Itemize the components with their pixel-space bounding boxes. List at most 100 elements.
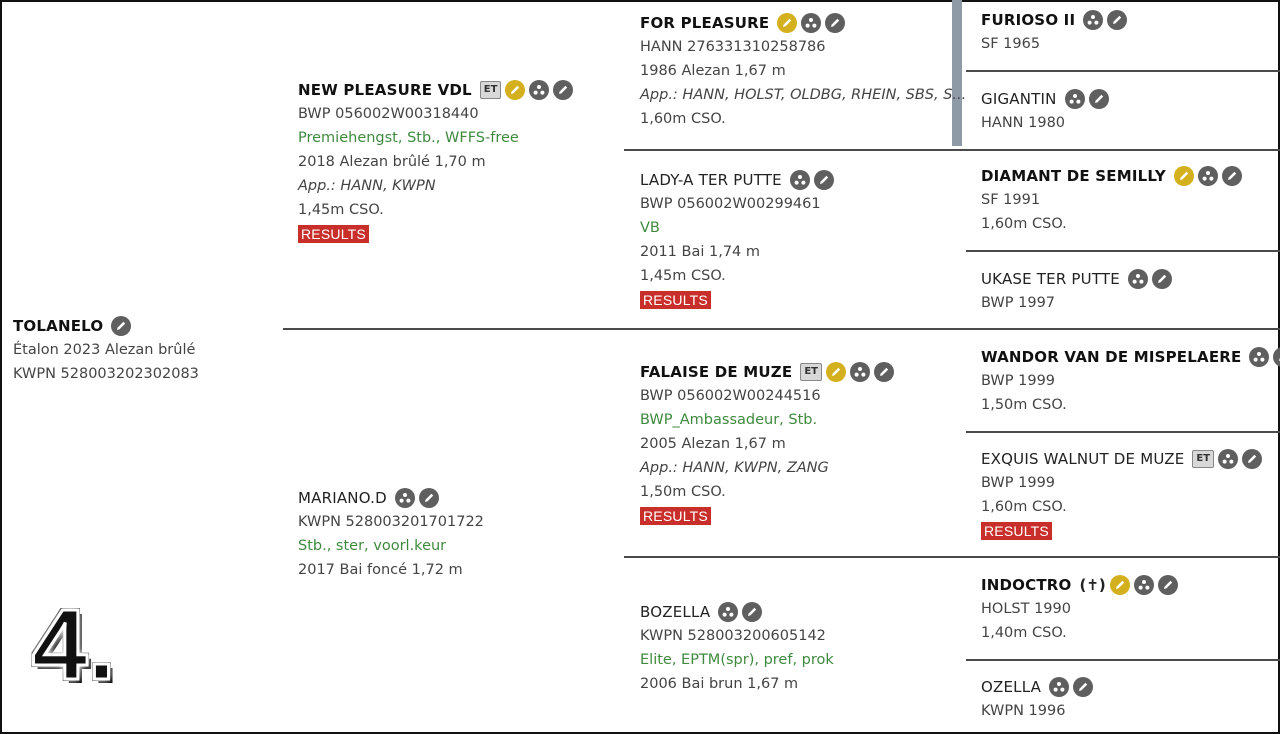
- results-button[interactable]: RESULTS: [640, 291, 711, 309]
- scroll-indicator[interactable]: [952, 0, 962, 146]
- family-icon[interactable]: [1064, 89, 1085, 109]
- family-icon[interactable]: [1197, 166, 1218, 186]
- pencil-icon[interactable]: [1242, 449, 1263, 469]
- results-button[interactable]: RESULTS: [298, 225, 369, 243]
- dam-name[interactable]: MARIANO.D: [298, 489, 387, 507]
- ds-name[interactable]: FALAISE DE MUZE: [640, 363, 793, 381]
- family-icon[interactable]: [1049, 677, 1070, 697]
- pencil-icon[interactable]: [1221, 166, 1242, 186]
- gold-pencil-icon[interactable]: [1109, 575, 1130, 595]
- sire-name[interactable]: NEW PLEASURE VDL: [298, 81, 472, 99]
- family-icon[interactable]: [1083, 10, 1104, 30]
- sds-horse: DIAMANT DE SEMILLY SF 1991 1,60m CSO.: [981, 164, 1242, 236]
- dsd-level: 1,60m CSO.: [981, 499, 1067, 515]
- pencil-icon[interactable]: [418, 488, 439, 508]
- gold-pencil-icon[interactable]: [777, 13, 798, 33]
- sdd-name[interactable]: UKASE TER PUTTE: [981, 270, 1120, 288]
- dsd-horse: EXQUIS WALNUT DE MUZE ET BWP 1999 1,60m …: [981, 447, 1263, 544]
- et-badge: ET: [800, 363, 822, 381]
- dds-level: 1,40m CSO.: [981, 625, 1067, 641]
- subject-horse: TOLANELO Étalon 2023 Alezan brûlé KWPN 5…: [13, 314, 199, 386]
- ds-birth: 2005 Alezan 1,67 m: [640, 436, 786, 452]
- sd-level: 1,45m CSO.: [640, 268, 726, 284]
- sire-horse: NEW PLEASURE VDL ET BWP 056002W00318440 …: [298, 78, 574, 247]
- pencil-icon[interactable]: [1088, 89, 1109, 109]
- ss-app: App.: HANN, HOLST, OLDBG, RHEIN, SBS, S.…: [640, 87, 967, 103]
- sss-name[interactable]: FURIOSO II: [981, 11, 1076, 29]
- divider-g3-3: [966, 431, 1280, 433]
- dd-birth: 2006 Bai brun 1,67 m: [640, 676, 799, 692]
- pencil-icon[interactable]: [873, 362, 894, 382]
- dss-name[interactable]: WANDOR VAN DE MISPELAERE: [981, 348, 1242, 366]
- overlay-number: 4.: [30, 589, 116, 702]
- pencil-icon[interactable]: [1157, 575, 1178, 595]
- dsd-line: BWP 1999: [981, 475, 1056, 491]
- ds-level: 1,50m CSO.: [640, 484, 726, 500]
- pencil-icon[interactable]: [825, 13, 846, 33]
- sire-app: App.: HANN, KWPN: [298, 178, 436, 194]
- dd-reg: KWPN 528003200605142: [640, 628, 826, 644]
- dds-line: HOLST 1990: [981, 601, 1071, 617]
- divider-g3-4: [966, 659, 1280, 661]
- sds-line: SF 1991: [981, 192, 1041, 208]
- divider-ds-dd: [624, 556, 1280, 558]
- pencil-icon[interactable]: [553, 80, 574, 100]
- ss-level: 1,60m CSO.: [640, 111, 726, 127]
- family-icon[interactable]: [801, 13, 822, 33]
- results-button[interactable]: RESULTS: [981, 522, 1052, 540]
- dds-name[interactable]: INDOCTRO: [981, 576, 1072, 594]
- dd-horse: BOZELLA KWPN 528003200605142 Elite, EPTM…: [640, 600, 834, 696]
- divider-g3-1: [966, 70, 1280, 72]
- pencil-icon[interactable]: [1273, 347, 1280, 367]
- pencil-icon[interactable]: [742, 602, 763, 622]
- sd-birth: 2011 Bai 1,74 m: [640, 244, 761, 260]
- family-icon[interactable]: [1127, 269, 1148, 289]
- sds-level: 1,60m CSO.: [981, 216, 1067, 232]
- sds-name[interactable]: DIAMANT DE SEMILLY: [981, 167, 1166, 185]
- family-icon[interactable]: [394, 488, 415, 508]
- ddd-name[interactable]: OZELLA: [981, 678, 1042, 696]
- pencil-icon[interactable]: [813, 170, 834, 190]
- ddd-line: KWPN 1996: [981, 703, 1066, 719]
- sire-birth: 2018 Alezan brûlé 1,70 m: [298, 154, 486, 170]
- family-icon[interactable]: [789, 170, 810, 190]
- pencil-icon[interactable]: [1073, 677, 1094, 697]
- family-icon[interactable]: [529, 80, 550, 100]
- family-icon[interactable]: [849, 362, 870, 382]
- subject-detail-1: Étalon 2023 Alezan brûlé: [13, 342, 196, 358]
- gold-pencil-icon[interactable]: [505, 80, 526, 100]
- pencil-icon[interactable]: [111, 316, 132, 336]
- family-icon[interactable]: [718, 602, 739, 622]
- dd-name[interactable]: BOZELLA: [640, 603, 711, 621]
- ddd-horse: OZELLA KWPN 1996: [981, 675, 1094, 723]
- divider-ss-sd: [624, 149, 1280, 151]
- ssd-name[interactable]: GIGANTIN: [981, 90, 1057, 108]
- sdd-line: BWP 1997: [981, 295, 1056, 311]
- pencil-icon[interactable]: [1107, 10, 1128, 30]
- gold-pencil-icon[interactable]: [1173, 166, 1194, 186]
- family-icon[interactable]: [1249, 347, 1270, 367]
- ds-reg: BWP 056002W00244516: [640, 388, 821, 404]
- sire-level: 1,45m CSO.: [298, 202, 384, 218]
- sire-approvals: Premiehengst, Stb., WFFS-free: [298, 130, 519, 146]
- ss-birth: 1986 Alezan 1,67 m: [640, 63, 786, 79]
- ss-name[interactable]: FOR PLEASURE: [640, 14, 770, 32]
- ds-horse: FALAISE DE MUZE ET BWP 056002W00244516 B…: [640, 360, 894, 529]
- family-icon[interactable]: [1218, 449, 1239, 469]
- sd-name[interactable]: LADY-A TER PUTTE: [640, 171, 782, 189]
- gold-pencil-icon[interactable]: [825, 362, 846, 382]
- dd-approvals: Elite, EPTM(spr), pref, prok: [640, 652, 834, 668]
- dss-level: 1,50m CSO.: [981, 397, 1067, 413]
- ds-app: App.: HANN, KWPN, ZANG: [640, 460, 829, 476]
- results-button[interactable]: RESULTS: [640, 507, 711, 525]
- dds-horse: INDOCTRO (✝) HOLST 1990 1,40m CSO.: [981, 573, 1178, 645]
- sd-approvals: VB: [640, 220, 660, 236]
- dsd-name[interactable]: EXQUIS WALNUT DE MUZE: [981, 450, 1185, 468]
- subject-name[interactable]: TOLANELO: [13, 317, 104, 335]
- pencil-icon[interactable]: [1151, 269, 1172, 289]
- dam-horse: MARIANO.D KWPN 528003201701722 Stb., ste…: [298, 486, 484, 582]
- sss-horse: FURIOSO II SF 1965: [981, 8, 1128, 56]
- family-icon[interactable]: [1133, 575, 1154, 595]
- et-badge: ET: [479, 81, 502, 99]
